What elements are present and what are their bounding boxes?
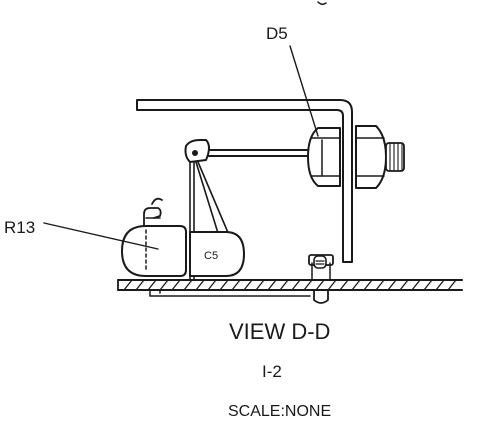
leader-r13 (43, 222, 159, 250)
label-c5: C5 (204, 250, 218, 262)
terminal-lug (184, 139, 210, 163)
diode-d5 (204, 125, 405, 189)
sheet-number: I-2 (262, 362, 282, 381)
scale-note: SCALE:NONE (228, 403, 331, 420)
leader-d5 (289, 45, 319, 137)
screw-head (313, 255, 327, 269)
label-r13: R13 (4, 218, 35, 237)
chassis-plate (117, 279, 463, 297)
resistor-r13 (121, 197, 187, 277)
label-d5: D5 (266, 24, 288, 43)
stray-mark (317, 1, 327, 6)
bracket (136, 99, 353, 263)
view-title: VIEW D-D (229, 319, 330, 344)
capacitor-c5 (189, 231, 245, 277)
